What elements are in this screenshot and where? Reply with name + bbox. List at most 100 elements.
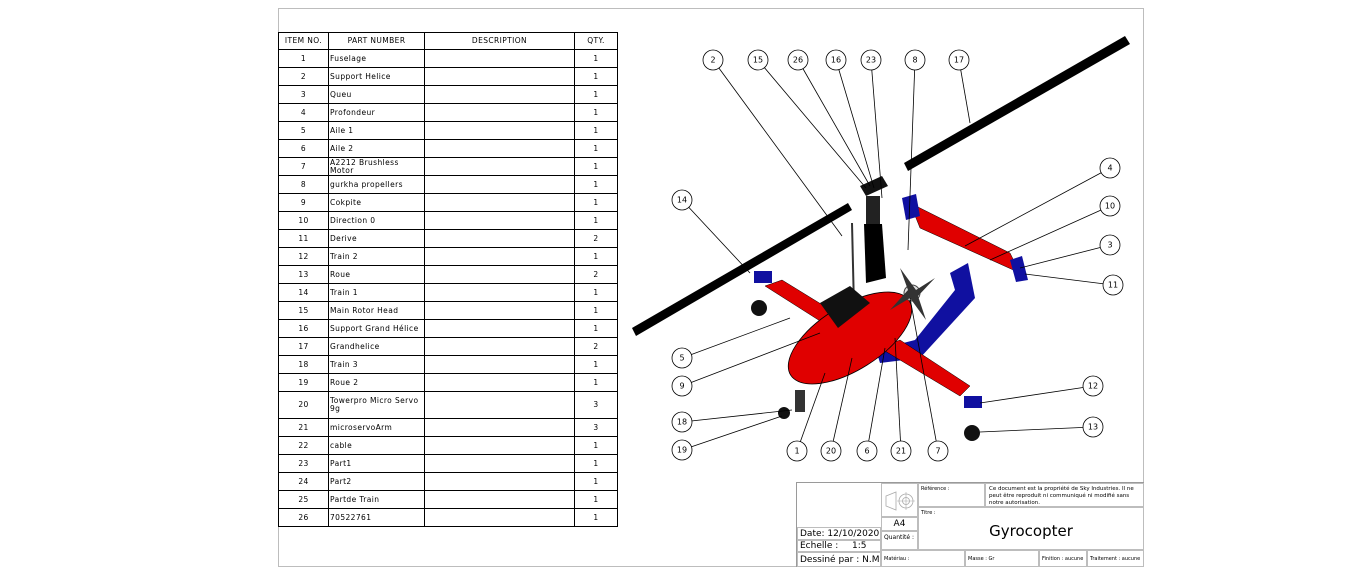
scale-label: Echelle : bbox=[800, 541, 839, 551]
header-qty: QTY. bbox=[574, 32, 618, 50]
leader-line bbox=[989, 205, 1111, 261]
part-number-cell: cable bbox=[328, 436, 425, 455]
part-number-cell: Derive bbox=[328, 229, 425, 248]
cockpit-canopy bbox=[820, 286, 870, 328]
qty-cell: 1 bbox=[574, 211, 618, 230]
header-description: DESCRIPTION bbox=[424, 32, 575, 50]
qty-cell: 1 bbox=[574, 103, 618, 122]
drawing-title: Gyrocopter bbox=[989, 522, 1073, 540]
header-item-no: ITEM NO. bbox=[278, 32, 329, 50]
leader-line bbox=[830, 357, 853, 452]
leader-line bbox=[866, 347, 886, 452]
tail-fin-left bbox=[902, 194, 920, 220]
rotor-mast bbox=[866, 196, 880, 226]
description-cell bbox=[424, 229, 575, 248]
leader-line bbox=[796, 372, 826, 452]
mast-pylon bbox=[864, 224, 886, 283]
part-number-cell: 70522761 bbox=[328, 508, 425, 527]
callout-balloon: 5 bbox=[671, 317, 791, 369]
description-cell bbox=[424, 265, 575, 284]
title-cell: Titre : Gyrocopter bbox=[918, 507, 1144, 550]
item-no-cell: 1 bbox=[278, 49, 329, 68]
wheel-left bbox=[751, 300, 767, 316]
leader-line bbox=[1019, 244, 1111, 269]
item-no-cell: 23 bbox=[278, 454, 329, 473]
balloon-circle bbox=[671, 375, 693, 397]
leader-line bbox=[681, 199, 751, 274]
callout-balloon: 23 bbox=[860, 49, 883, 199]
qty-cell: 1 bbox=[574, 490, 618, 509]
leader-line bbox=[979, 385, 1094, 404]
balloon-label: 5 bbox=[679, 354, 684, 363]
description-cell bbox=[424, 301, 575, 320]
description-cell bbox=[424, 355, 575, 374]
description-cell bbox=[424, 319, 575, 338]
leader-line bbox=[870, 59, 883, 199]
description-cell bbox=[424, 175, 575, 194]
part-number-cell: Train 3 bbox=[328, 355, 425, 374]
part-number-cell: Train 2 bbox=[328, 247, 425, 266]
leader-line bbox=[681, 317, 791, 359]
balloon-circle bbox=[904, 49, 926, 71]
balloon-circle bbox=[860, 49, 882, 71]
balloon-label: 19 bbox=[677, 446, 687, 455]
reference-label: Référence : bbox=[921, 486, 950, 492]
balloon-circle bbox=[927, 440, 949, 462]
drawn-by-cell: Dessiné par : N.M bbox=[797, 552, 881, 567]
part-number-cell: Fuselage bbox=[328, 49, 425, 68]
part-number-cell: Train 1 bbox=[328, 283, 425, 302]
description-cell bbox=[424, 85, 575, 104]
leader-line bbox=[681, 415, 783, 451]
item-no-cell: 15 bbox=[278, 301, 329, 320]
balloon-circle bbox=[856, 440, 878, 462]
item-no-cell: 18 bbox=[278, 355, 329, 374]
item-no-cell: 14 bbox=[278, 283, 329, 302]
callout-balloon: 26 bbox=[787, 49, 871, 187]
balloon-label: 8 bbox=[912, 56, 917, 65]
item-no-cell: 7 bbox=[278, 157, 329, 176]
date-cell: Date: 12/10/2020 bbox=[797, 527, 881, 540]
part-number-cell: Support Helice bbox=[328, 67, 425, 86]
description-cell bbox=[424, 283, 575, 302]
balloon-label: 26 bbox=[793, 56, 803, 65]
balloon-label: 18 bbox=[677, 418, 687, 427]
callout-balloon: 7 bbox=[909, 297, 949, 462]
item-no-cell: 11 bbox=[278, 229, 329, 248]
gear-right-mount bbox=[964, 396, 982, 408]
item-no-cell: 21 bbox=[278, 418, 329, 437]
qty-cell: 2 bbox=[574, 337, 618, 356]
description-cell bbox=[424, 337, 575, 356]
item-no-cell: 5 bbox=[278, 121, 329, 140]
scale-value: 1:5 bbox=[852, 541, 867, 551]
description-cell bbox=[424, 508, 575, 527]
balloon-circle bbox=[702, 49, 724, 71]
qty-cell: 1 bbox=[574, 247, 618, 266]
qty-cell: 1 bbox=[574, 139, 618, 158]
balloon-circle bbox=[890, 440, 912, 462]
callout-balloon: 6 bbox=[856, 347, 886, 462]
item-no-cell: 9 bbox=[278, 193, 329, 212]
leader-line bbox=[964, 167, 1111, 247]
part-number-cell: Partde Train bbox=[328, 490, 425, 509]
balloon-circle bbox=[671, 347, 693, 369]
item-no-cell: 22 bbox=[278, 436, 329, 455]
quantity-cell: Quantité : bbox=[881, 531, 918, 550]
description-cell bbox=[424, 454, 575, 473]
mass-cell: Masse : Gr bbox=[965, 550, 1039, 567]
qty-cell: 1 bbox=[574, 283, 618, 302]
description-cell bbox=[424, 436, 575, 455]
notice-cell: Ce document est la propriété de Sky Indu… bbox=[985, 483, 1144, 507]
item-no-cell: 8 bbox=[278, 175, 329, 194]
gear-nose bbox=[795, 390, 805, 412]
part-number-cell: A2212 Brushless Motor bbox=[328, 157, 425, 176]
